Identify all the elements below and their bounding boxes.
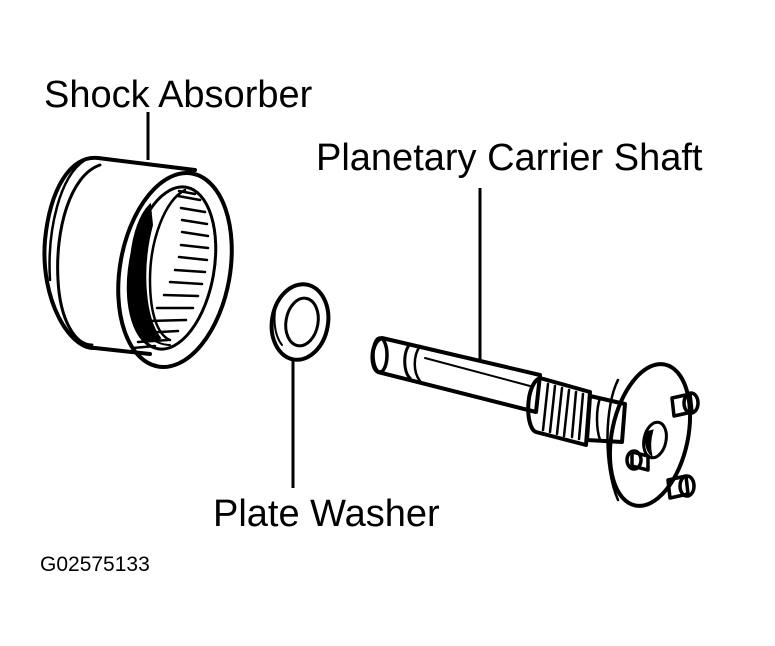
- carrier-pin-top: [670, 391, 700, 418]
- planetary-carrier-shaft-label: Planetary Carrier Shaft: [316, 137, 703, 179]
- shaft-spline-teeth: [541, 382, 585, 441]
- plate-washer-label: Plate Washer: [213, 493, 440, 535]
- shock-absorber: [42, 155, 234, 369]
- shock-absorber-label: Shock Absorber: [44, 74, 313, 116]
- carrier-pin-middle: [625, 449, 650, 472]
- plate-washer: [269, 282, 331, 362]
- figure-code: G02575133: [40, 553, 150, 576]
- planetary-carrier-shaft: [370, 336, 700, 508]
- carrier-pin-bottom: [666, 474, 696, 500]
